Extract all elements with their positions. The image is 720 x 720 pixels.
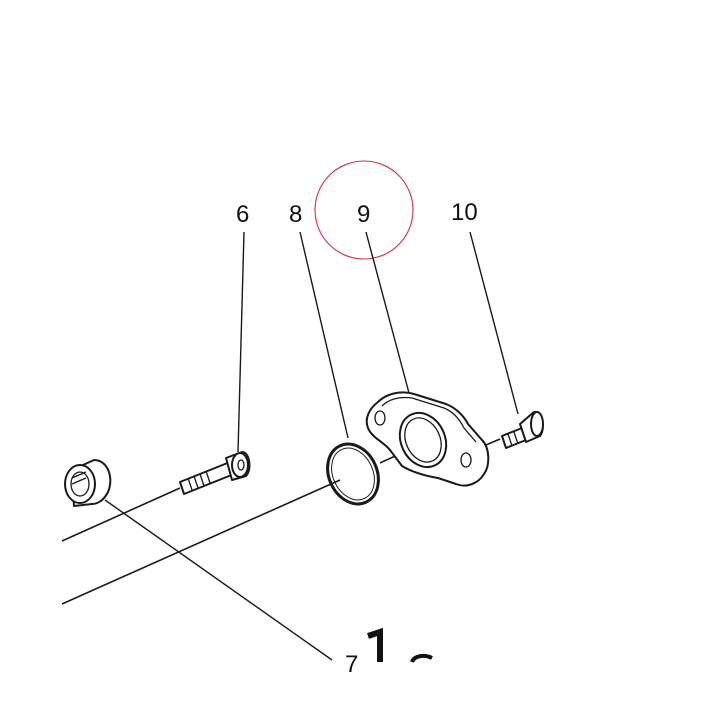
axis-line-screw xyxy=(485,438,501,446)
axis-line-upper xyxy=(61,487,181,542)
leader-line-10 xyxy=(469,231,519,415)
callout-10: 10 xyxy=(451,199,478,226)
cropped-part-fragment xyxy=(367,627,433,663)
leader-line-7 xyxy=(104,499,333,661)
axis-line-lower xyxy=(61,479,341,605)
part-9-flange-plate xyxy=(365,391,490,487)
highlight-circle xyxy=(314,160,414,260)
callout-9: 9 xyxy=(357,201,370,228)
callout-8: 8 xyxy=(289,201,302,228)
part-10-countersunk-screw xyxy=(501,411,544,449)
part-6-cap-screw xyxy=(179,451,251,495)
part-7-bushing xyxy=(64,459,112,507)
leader-line-8 xyxy=(299,231,349,439)
leader-line-9 xyxy=(365,231,410,394)
leader-line-6 xyxy=(237,231,245,453)
part-8-o-ring xyxy=(326,442,380,506)
callout-7: 7 xyxy=(345,651,358,678)
callout-6: 6 xyxy=(236,201,249,228)
